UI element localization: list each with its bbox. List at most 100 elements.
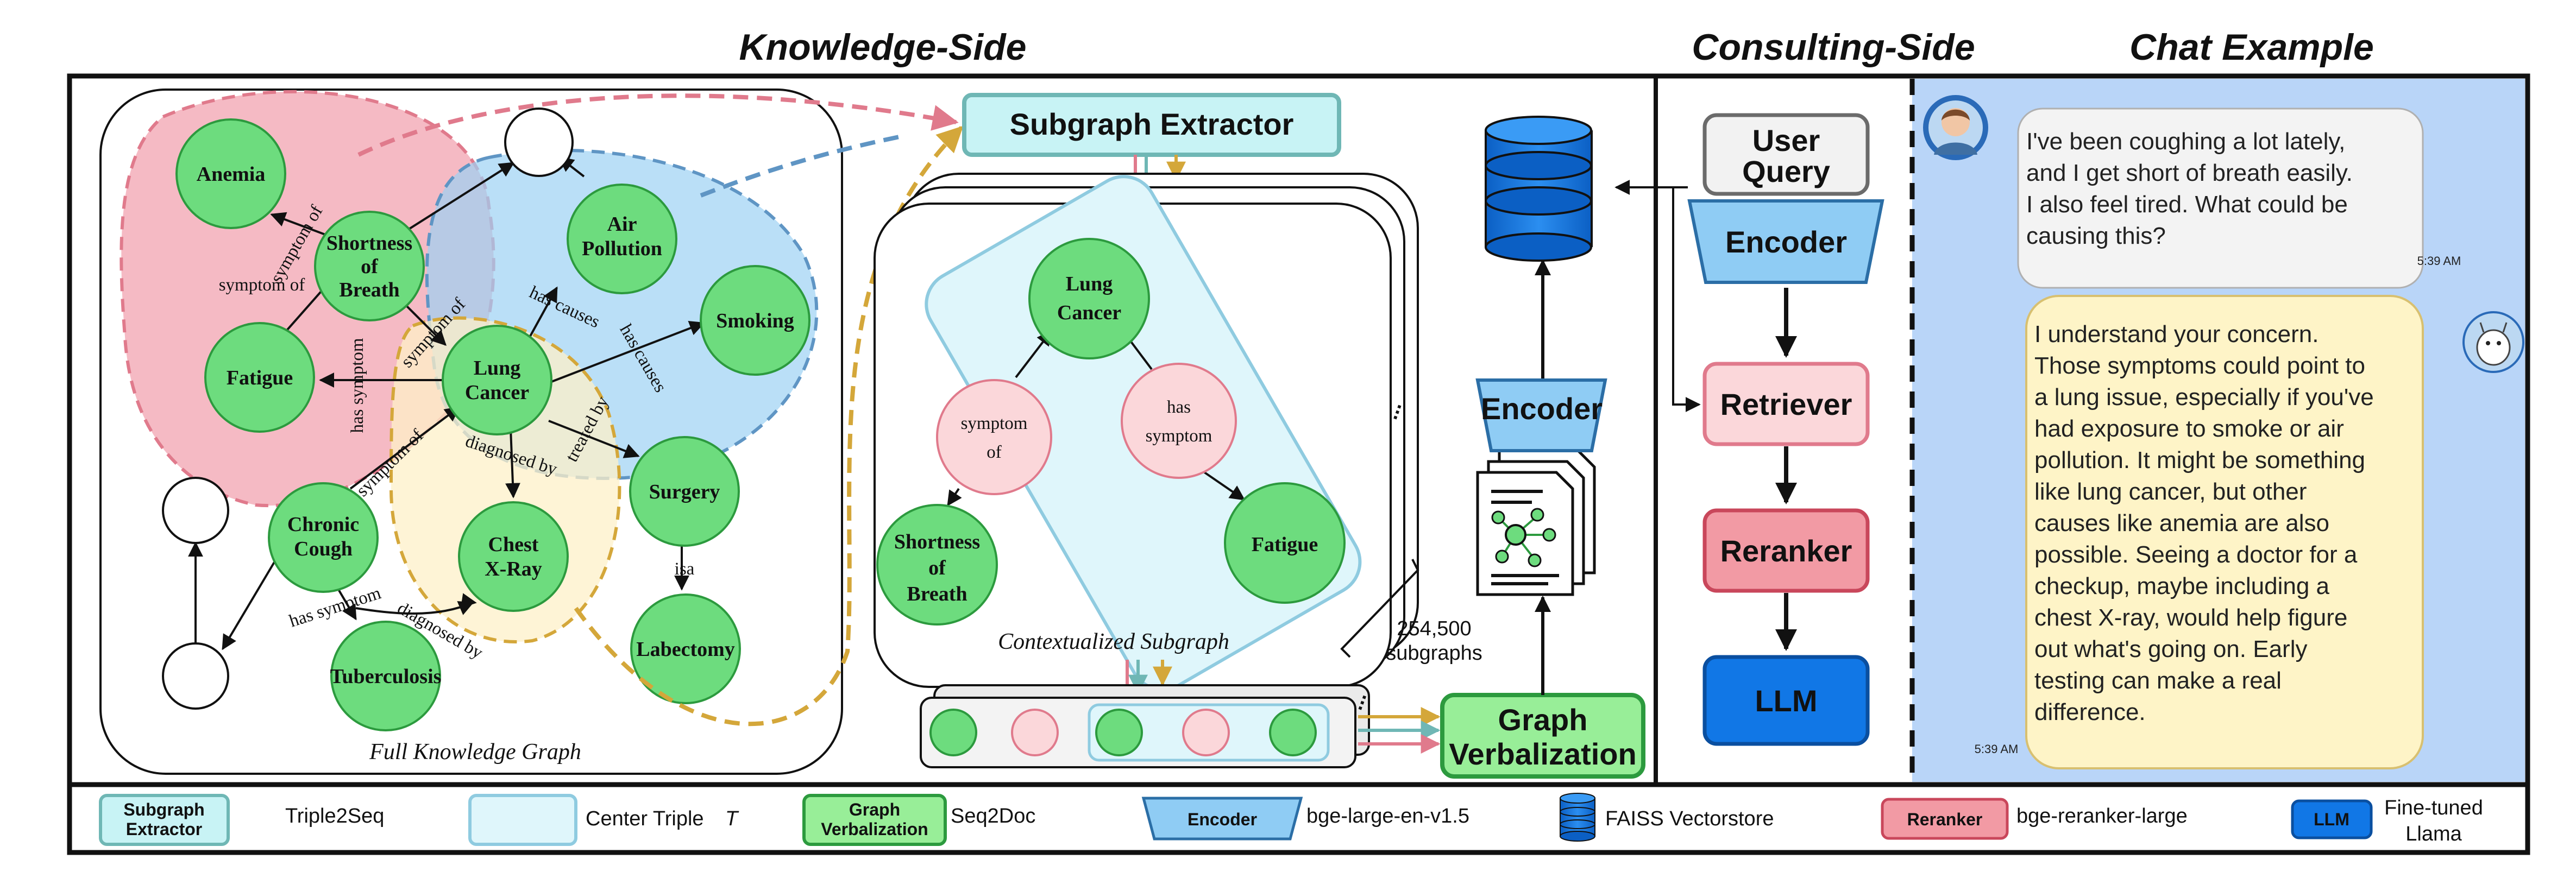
kg-encoder-box [1475, 378, 1607, 452]
reranker-label: Reranker [1720, 534, 1852, 568]
legend-llm-swatch [2291, 799, 2373, 839]
legend-encoder-swatch [1141, 797, 1303, 841]
node-lung-cancer: Lung Cancer [442, 325, 552, 435]
legend-reranker-label: Reranker [1907, 810, 1983, 829]
bot-message-line: I understand your concern. [2034, 321, 2319, 348]
rel-label: symptom of [219, 275, 305, 295]
node-label: symptom [961, 414, 1028, 433]
legend-center-triple: Center Triple [586, 807, 704, 830]
node-label: Smoking [716, 309, 794, 332]
graph-verbalization-label: Graph [1498, 703, 1588, 737]
bot-message-line: possible. Seeing a doctor for a [2034, 541, 2358, 568]
legend-encoder-model: bge-large-en-v1.5 [1306, 805, 1469, 828]
legend-reranker-model: bge-reranker-large [2016, 805, 2188, 828]
consulting-encoder-box [1687, 199, 1884, 284]
bot-message-line: like lung cancer, but other [2034, 478, 2307, 505]
seq-node [929, 709, 977, 756]
node-label: symptom [1146, 426, 1212, 446]
bot-message-line: testing can make a real [2034, 667, 2282, 694]
node-chest-xray: Chest X-Ray [458, 501, 569, 612]
node-label: Surgery [649, 481, 720, 503]
legend-llm-model: Fine-tuned [2384, 797, 2483, 819]
legend: Subgraph Extractor Triple2Seq Center Tri… [99, 793, 2483, 846]
node-label: Cough [294, 538, 353, 560]
llm-label: LLM [1755, 684, 1817, 718]
legend-reranker-swatch [1881, 798, 2009, 840]
node-label: Lung [474, 357, 521, 380]
legend-llm-model: Llama [2405, 823, 2462, 845]
seq-relation [1011, 709, 1059, 756]
bot-message-line: checkup, maybe including a [2034, 573, 2330, 599]
bot-message-line: pollution. It might be something [2034, 447, 2365, 473]
user-message-line: causing this? [2026, 223, 2166, 249]
rel-label: isa [675, 559, 695, 579]
node-air-pollution: Air Pollution [567, 184, 677, 294]
rel-label: has symptom [348, 338, 367, 433]
node-label: Lung [1066, 273, 1113, 295]
legend-encoder-label: Encoder [1188, 810, 1257, 829]
node-label: Pollution [582, 237, 662, 260]
node-label: has [1167, 397, 1191, 417]
user-message-line: and I get short of breath easily. [2026, 160, 2353, 186]
bot-message-bubble [2025, 295, 2424, 769]
node-label: of [361, 255, 379, 278]
retriever-label: Retriever [1720, 387, 1852, 421]
legend-faiss: FAISS Vectorstore [1605, 807, 1774, 830]
knowledge-side-header: Knowledge-Side [739, 27, 1027, 68]
consulting-side-header: Consulting-Side [1692, 27, 1975, 68]
subgraph-node-shortness-of-breath: Shortness of Breath [876, 504, 998, 626]
reranker-box [1702, 508, 1870, 593]
node-label: Chronic [287, 513, 359, 536]
user-query-label: Query [1742, 154, 1830, 188]
node-label: X-Ray [485, 558, 542, 580]
subgraph-node-symptom-of: symptom of [936, 379, 1052, 495]
node-tuberculosis: Tuberculosis [330, 621, 442, 731]
node-label: Fatigue [1252, 533, 1318, 556]
node-surgery: Surgery [629, 436, 740, 547]
legend-verbalization-label: Verbalization [821, 819, 928, 839]
node-empty [162, 477, 229, 544]
seq-node [1095, 709, 1143, 756]
bot-message-line: out what's going on. Early [2034, 636, 2307, 662]
node-label: Shortness [894, 530, 980, 553]
llm-box [1702, 655, 1870, 746]
node-fatigue: Fatigue [204, 322, 315, 433]
bot-avatar [2462, 311, 2524, 373]
node-smoking: Smoking [700, 265, 811, 376]
count-bracket [1340, 559, 1419, 658]
subgraph-extractor-label: Subgraph Extractor [1010, 107, 1294, 141]
blue-connector [700, 134, 905, 198]
node-shortness-of-breath: Shortness of Breath [314, 211, 425, 321]
legend-center-triple-symbol: T [725, 807, 739, 830]
subgraph-extractor-box [962, 93, 1341, 157]
bot-message-line: chest X-ray, would help figure [2034, 604, 2347, 631]
node-label: Cancer [1057, 301, 1121, 324]
faiss-database-icon [1485, 116, 1593, 262]
node-label: Tuberculosis [330, 665, 442, 688]
node-empty [504, 108, 574, 177]
retriever-box [1702, 362, 1870, 446]
arrow-db-to-retriever [1672, 186, 1701, 412]
node-label: Shortness [326, 232, 412, 255]
node-label: Breath [907, 583, 967, 605]
node-label: Breath [339, 279, 399, 301]
graph-verbalization-label: Verbalization [1449, 737, 1636, 771]
chat-example-header: Chat Example [2129, 27, 2374, 68]
bot-message-line: difference. [2034, 699, 2146, 725]
bot-message-time: 5:39 AM [1975, 742, 2019, 756]
node-empty [162, 642, 229, 710]
kg-nodes: Anemia Shortness of Breath Fatigue Lung … [162, 108, 811, 731]
user-message-bubble [2017, 108, 2424, 289]
user-query-label: User [1752, 123, 1820, 157]
legend-faiss-icon [1560, 793, 1595, 842]
bot-message-line: Those symptoms could point to [2034, 352, 2365, 379]
node-label: of [928, 557, 946, 579]
subgraph-node-lung-cancer: Lung Cancer [1028, 238, 1150, 359]
node-anemia: Anemia [175, 118, 286, 229]
node-chronic-cough: Chronic Cough [268, 482, 379, 593]
user-message-time: 5:39 AM [2417, 254, 2461, 268]
user-avatar [1923, 95, 1988, 160]
node-label: Anemia [197, 163, 266, 186]
node-labectomy: Labectomy [630, 593, 741, 704]
